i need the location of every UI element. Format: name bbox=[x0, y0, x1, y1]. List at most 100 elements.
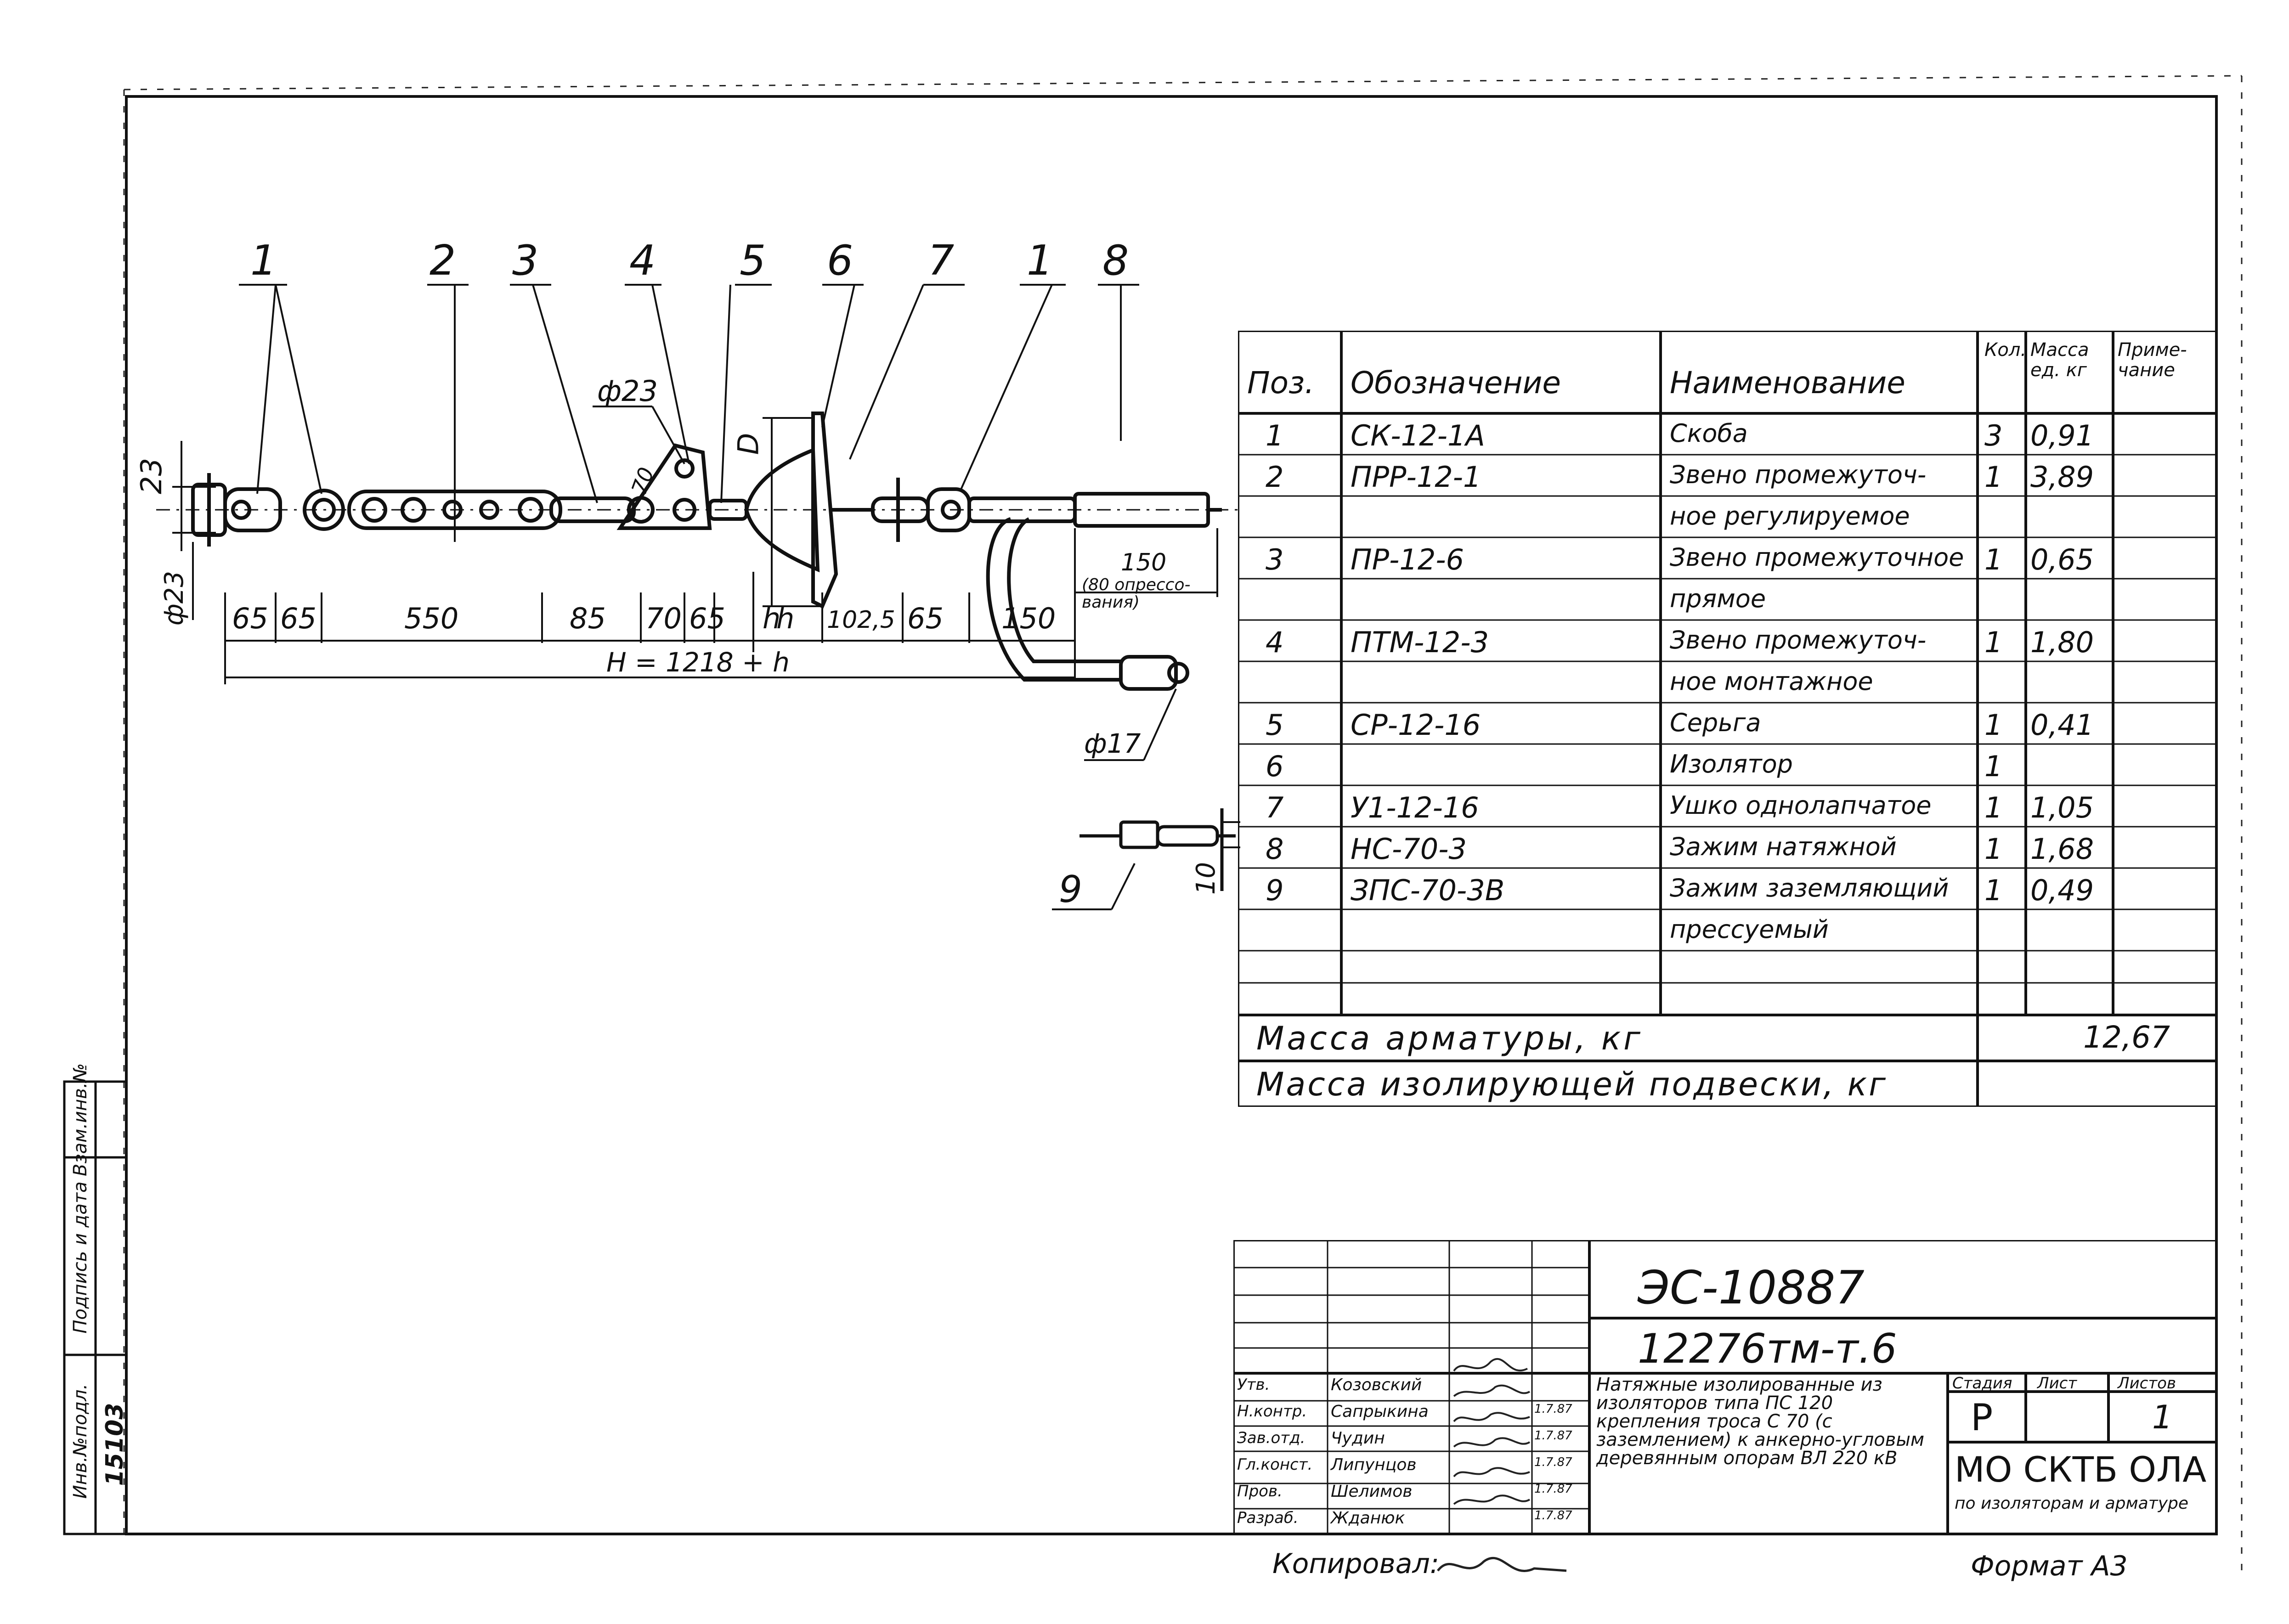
spec-cell-r10-c4: 1,68 bbox=[2030, 832, 2094, 866]
dim-102-5: 102,5 bbox=[827, 606, 895, 634]
clevis-insulator bbox=[708, 412, 873, 609]
spec-cell-r10-c3: 1 bbox=[1984, 832, 2003, 866]
stamp-inv-label: Инв.№подл. bbox=[70, 1383, 91, 1499]
signature-scribbles bbox=[1453, 1358, 1531, 1505]
dim-h: h bbox=[763, 602, 781, 635]
callout-1a: 1 bbox=[250, 237, 277, 285]
spec-cell-r5-c4: 1,80 bbox=[2030, 626, 2094, 659]
spec-cell-r4-c2: прямое bbox=[1670, 584, 1766, 613]
signature-name-4: Шелимов bbox=[1331, 1482, 1413, 1501]
spec-cell-r0-c2: Скоба bbox=[1670, 419, 1748, 448]
org-line2: по изоляторам и арматуре bbox=[1955, 1494, 2188, 1513]
copied-label: Копировал: bbox=[1272, 1548, 1440, 1580]
insulator-dims bbox=[752, 417, 822, 652]
mounting-link bbox=[616, 443, 712, 530]
spec-cell-r9-c4: 1,05 bbox=[2030, 791, 2094, 824]
spec-cell-r9-c0: 7 bbox=[1266, 791, 1284, 824]
dim-d23-pin: ф23 bbox=[597, 374, 658, 408]
dim-65d: 65 bbox=[907, 602, 944, 635]
stage-header: Стадия bbox=[1952, 1374, 2012, 1393]
copier-signature bbox=[1437, 1557, 1567, 1572]
spec-cell-r11-c2: Зажим заземляющий bbox=[1670, 874, 1949, 902]
callout-4: 4 bbox=[629, 237, 656, 285]
dim-150-top: 150 bbox=[1121, 549, 1167, 576]
spec-cell-r9-c3: 1 bbox=[1984, 791, 2003, 824]
dim-150-note: (80 опрессо-вания) bbox=[1082, 575, 1191, 612]
spec-cell-r8-c2: Изолятор bbox=[1670, 750, 1793, 778]
spec-cell-r3-c1: ПР-12-6 bbox=[1351, 543, 1464, 576]
dim-65c: 65 bbox=[689, 602, 725, 635]
spec-cell-r5-c3: 1 bbox=[1984, 626, 2003, 659]
stage-value: Р bbox=[1971, 1396, 1993, 1439]
callout-1b: 1 bbox=[1027, 237, 1053, 285]
spec-cell-r1-c4: 3,89 bbox=[2030, 460, 2094, 494]
spec-table-grid bbox=[1238, 331, 2216, 1107]
spec-cell-r5-c2: Звено промежуточ- bbox=[1670, 626, 1927, 654]
spec-header-4: Масса ед. кг bbox=[2030, 339, 2089, 381]
spec-cell-r5-c1: ПТМ-12-3 bbox=[1351, 626, 1489, 659]
spec-cell-r11-c4: 0,49 bbox=[2030, 874, 2094, 907]
dim-70: 70 bbox=[645, 602, 682, 635]
signature-name-2: Чудин bbox=[1331, 1429, 1385, 1448]
spec-cell-r7-c0: 5 bbox=[1266, 708, 1284, 742]
spec-header-5: Приме-чание bbox=[2118, 339, 2187, 381]
callout-6: 6 bbox=[827, 237, 853, 285]
spec-cell-r1-c2: Звено промежуточ- bbox=[1670, 460, 1927, 489]
spec-cell-r7-c3: 1 bbox=[1984, 708, 2003, 742]
sheet-header: Лист bbox=[2037, 1374, 2077, 1393]
spec-cell-r6-c2: ное монтажное bbox=[1670, 667, 1873, 696]
left-dims bbox=[172, 441, 216, 620]
dim-65a: 65 bbox=[232, 602, 268, 635]
shackle-left bbox=[191, 473, 345, 547]
spec-cell-r9-c2: Ушко однолапчатое bbox=[1670, 791, 1932, 820]
dim-10 bbox=[1222, 821, 1240, 848]
mass-suspension-label: Масса изолирующей подвески, кг bbox=[1256, 1066, 1888, 1103]
spec-cell-r1-c0: 2 bbox=[1266, 460, 1284, 494]
signature-date-3: 1.7.87 bbox=[1534, 1455, 1572, 1469]
callout-9: 9 bbox=[1059, 868, 1082, 911]
spec-header-0: Поз. bbox=[1247, 365, 1315, 400]
dim-h-vertical: h bbox=[776, 602, 795, 635]
stamp-inv-number: 15103 bbox=[101, 1403, 129, 1486]
mass-fittings-value: 12,67 bbox=[2083, 1020, 2170, 1055]
description: Натяжные изолированные из изоляторов тип… bbox=[1596, 1374, 1925, 1469]
spec-cell-r0-c3: 3 bbox=[1984, 419, 2003, 452]
sheets-value: 1 bbox=[2152, 1398, 2173, 1436]
title-block-grid bbox=[1233, 1240, 2216, 1534]
org-line1: МО СКТБ ОЛА bbox=[1955, 1449, 2207, 1490]
bottom-dims bbox=[224, 528, 1218, 684]
spec-cell-r11-c3: 1 bbox=[1984, 874, 2003, 907]
dim-d17: ф17 bbox=[1084, 728, 1141, 759]
signature-role-5: Разраб. bbox=[1237, 1509, 1299, 1527]
spec-cell-r0-c1: СК-12-1А bbox=[1351, 419, 1485, 452]
spec-cell-r10-c1: НС-70-3 bbox=[1351, 832, 1467, 866]
spec-cell-r7-c4: 0,41 bbox=[2030, 708, 2094, 742]
leader-d17 bbox=[1084, 688, 1177, 761]
spec-cell-r3-c0: 3 bbox=[1266, 543, 1284, 576]
callout-5: 5 bbox=[740, 237, 766, 285]
signature-name-5: Жданюк bbox=[1331, 1509, 1405, 1528]
spec-cell-r0-c0: 1 bbox=[1266, 419, 1284, 452]
spec-cell-r8-c3: 1 bbox=[1984, 750, 2003, 783]
spec-cell-r3-c2: Звено промежуточное bbox=[1670, 543, 1964, 572]
title-block: ЭС-10887 12276тм-т.6 Натяжные изолирован… bbox=[1233, 1240, 2216, 1534]
spec-cell-r7-c2: Серьга bbox=[1670, 708, 1761, 737]
sheets-header: Листов bbox=[2118, 1374, 2176, 1393]
callout-leaders bbox=[239, 284, 1139, 542]
spec-header-3: Кол. bbox=[1984, 339, 2027, 361]
signature-date-4: 1.7.87 bbox=[1534, 1482, 1572, 1496]
dim-150-bottom: 150 bbox=[1001, 602, 1056, 635]
tension-clamp bbox=[967, 492, 1222, 691]
spec-cell-r9-c1: У1-12-16 bbox=[1351, 791, 1479, 824]
spec-cell-r11-c1: ЗПС-70-3В bbox=[1351, 874, 1505, 907]
dim-total: H = 1218 + h bbox=[606, 647, 790, 678]
signature-name-1: Сапрыкина bbox=[1331, 1402, 1429, 1421]
spec-header-2: Наименование bbox=[1670, 365, 1905, 400]
callout-2: 2 bbox=[430, 237, 456, 285]
spec-cell-r8-c0: 6 bbox=[1266, 750, 1284, 783]
callout-8: 8 bbox=[1102, 237, 1129, 285]
format-label: Формат А3 bbox=[1971, 1550, 2128, 1582]
sheet-code: 12276тм-т.6 bbox=[1638, 1325, 1897, 1372]
